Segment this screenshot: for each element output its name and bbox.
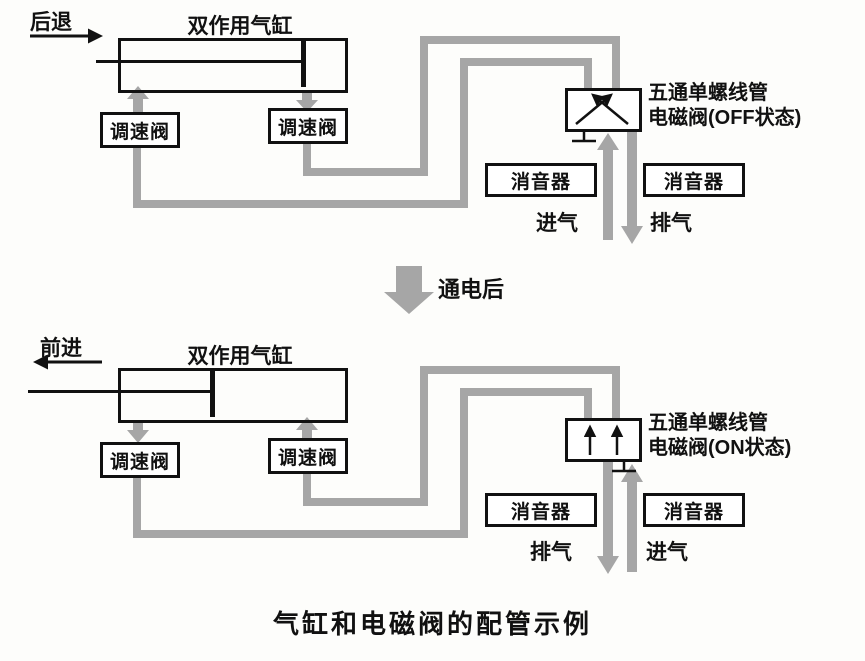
transition-down-arrow-icon (384, 266, 434, 314)
top-cylinder-piston (301, 41, 306, 87)
figure-caption: 气缸和电磁阀的配管示例 (272, 609, 592, 639)
top-motion-label: 后退 (30, 11, 72, 34)
bottom-motion-label: 前进 (40, 337, 82, 360)
bottom-left-port-down-arrow-icon (127, 420, 149, 443)
top-exhaust-label: 排气 (650, 212, 692, 235)
bottom-solenoid-valve (565, 418, 642, 462)
bottom-cylinder-piston (210, 371, 215, 417)
bottom-cylinder-label: 双作用气缸 (187, 345, 293, 368)
top-solenoid-valve (565, 88, 642, 132)
top-solenoid-mark-icon (572, 132, 596, 143)
bottom-cylinder-rod (28, 390, 213, 393)
bottom-exhaust-label: 排气 (530, 541, 572, 564)
top-cylinder-rod (96, 60, 304, 63)
top-muffler-left: 消音器 (485, 163, 597, 197)
bottom-solenoid-valve-title-line1: 五通单螺线管 (648, 412, 768, 434)
bottom-speed-valve-right: 调速阀 (268, 438, 348, 474)
top-speed-valve-right: 调速阀 (268, 108, 348, 144)
bottom-intake-up-arrow-icon (621, 464, 643, 572)
top-exhaust-down-arrow-icon (621, 132, 643, 244)
bottom-exhaust-down-arrow-icon (597, 462, 619, 574)
bottom-muffler-left: 消音器 (485, 493, 597, 527)
top-muffler-right: 消音器 (643, 163, 745, 197)
top-intake-up-arrow-icon (597, 133, 619, 240)
bottom-intake-label: 进气 (646, 541, 688, 564)
bottom-solenoid-mark-icon (612, 462, 636, 473)
bottom-muffler-right: 消音器 (643, 493, 745, 527)
bottom-cylinder (118, 368, 348, 423)
top-speed-valve-left: 调速阀 (100, 112, 180, 148)
top-cylinder (118, 38, 348, 93)
bottom-speed-valve-left: 调速阀 (100, 442, 180, 478)
top-intake-label: 进气 (536, 212, 578, 235)
transition-label: 通电后 (438, 277, 505, 302)
bottom-solenoid-valve-title-line2: 电磁阀(ON状态) (648, 437, 792, 459)
top-solenoid-valve-title-line2: 电磁阀(OFF状态) (648, 107, 802, 129)
top-cylinder-label: 双作用气缸 (187, 15, 293, 38)
top-solenoid-valve-title-line1: 五通单螺线管 (648, 82, 768, 104)
